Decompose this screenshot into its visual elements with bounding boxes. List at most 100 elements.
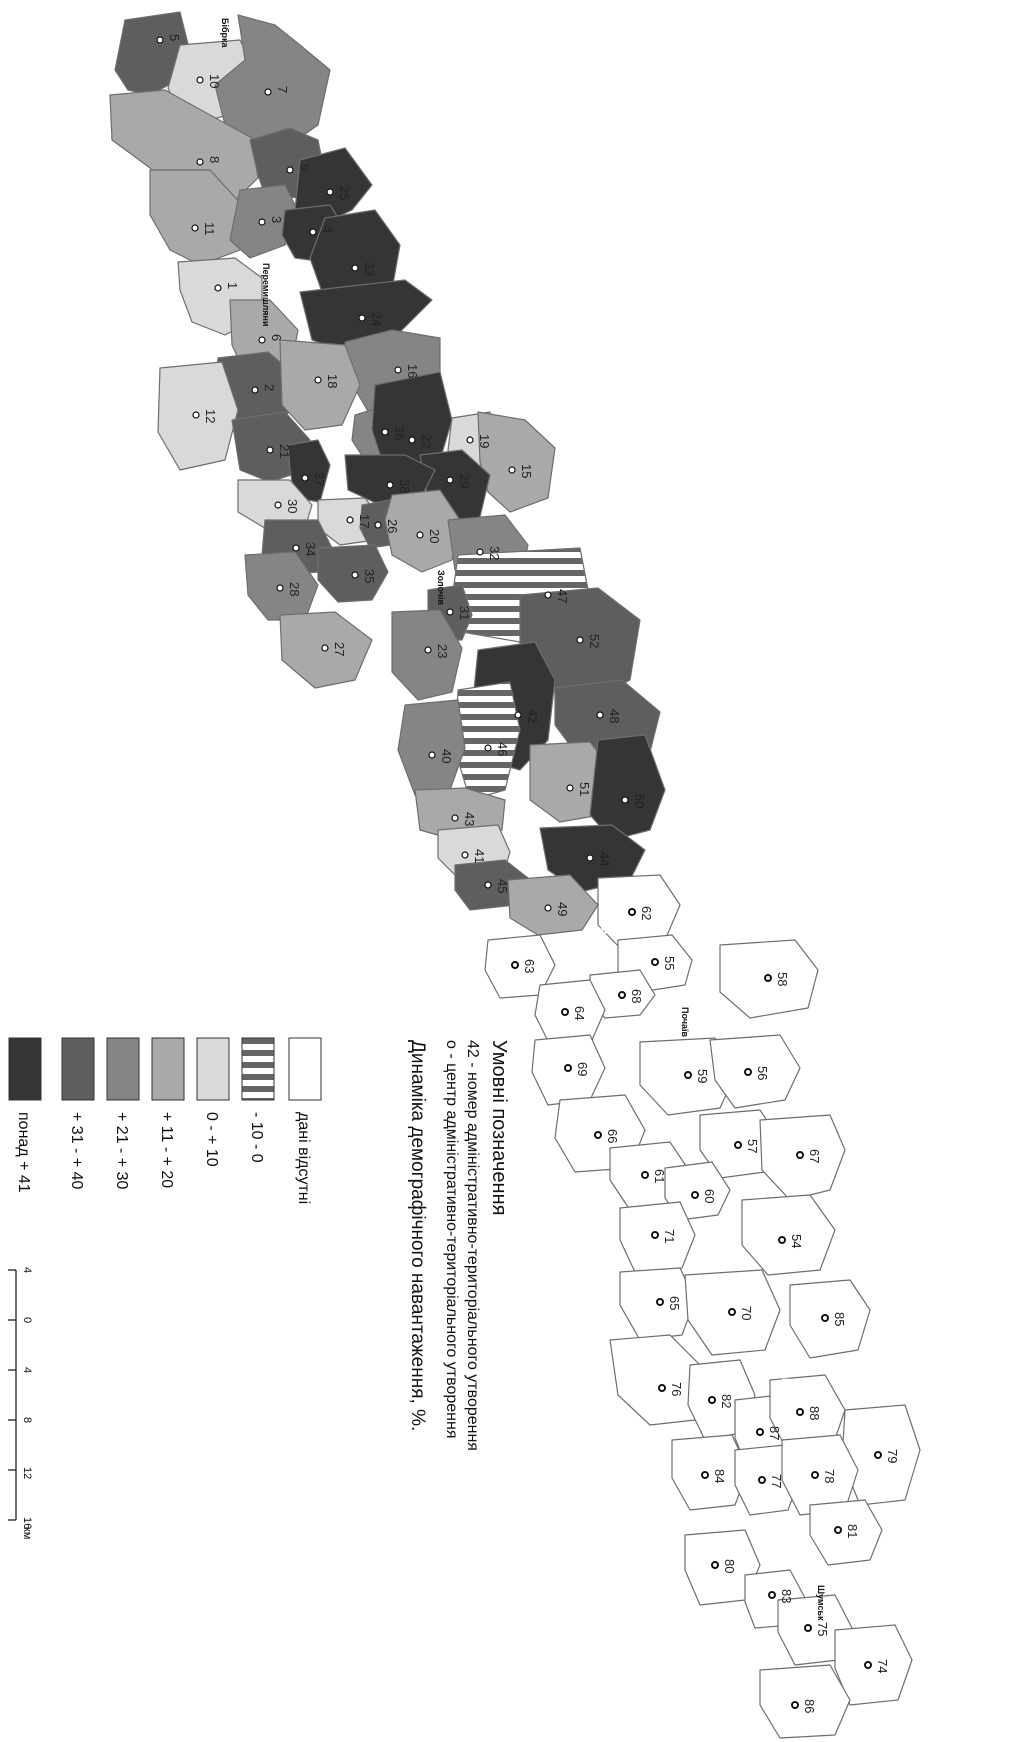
legend-swatch-neg: [241, 1037, 275, 1101]
center-marker-50: [621, 796, 629, 804]
legend-number-note: 42 - номер адміністративно-територіально…: [464, 1040, 481, 1451]
legend-label-c31_40: + 31 - + 40: [68, 1112, 85, 1189]
region-number-15: 15: [519, 464, 534, 478]
legend-title: Динаміка демографічного навантаження, %.: [407, 1040, 428, 1431]
center-marker-6: [258, 336, 266, 344]
legend-swatch-c11_20: [151, 1037, 185, 1101]
center-marker-68: [618, 991, 626, 999]
center-marker-8: [196, 158, 204, 166]
town-label-bibrka: Бібрка: [220, 18, 230, 49]
legend-swatch-none: [288, 1037, 322, 1101]
center-marker-65: [656, 1298, 664, 1306]
region-number-58: 58: [775, 972, 790, 986]
region-number-85: 85: [832, 1312, 847, 1326]
center-marker-1: [214, 284, 222, 292]
region-number-36: 36: [392, 426, 407, 440]
region-number-4: 4: [320, 226, 335, 233]
center-marker-66: [594, 1131, 602, 1139]
region-number-61: 61: [652, 1169, 667, 1183]
region-40: [397, 699, 466, 796]
center-marker-47: [544, 591, 552, 599]
region-15: [477, 411, 556, 513]
region-number-5: 5: [167, 34, 182, 41]
region-number-47: 47: [555, 589, 570, 603]
region-number-43: 43: [462, 812, 477, 826]
region-number-83: 83: [779, 1589, 794, 1603]
center-marker-85: [821, 1314, 829, 1322]
center-marker-5: [156, 36, 164, 44]
region-number-1: 1: [225, 282, 240, 289]
center-marker-40: [428, 751, 436, 759]
region-81: [809, 1499, 883, 1566]
center-marker-48: [596, 711, 604, 719]
region-number-77: 77: [769, 1474, 784, 1488]
town-label-zolochiv: Золочів: [436, 570, 446, 606]
center-marker-21: [266, 446, 274, 454]
region-number-81: 81: [845, 1524, 860, 1538]
center-marker-77: [758, 1476, 766, 1484]
region-number-79: 79: [885, 1449, 900, 1463]
region-number-49: 49: [555, 902, 570, 916]
scale-label-1: 0: [21, 1317, 33, 1323]
center-marker-29: [446, 476, 454, 484]
region-49: [507, 874, 599, 936]
center-marker-7: [264, 88, 272, 96]
center-marker-41: [461, 851, 469, 859]
region-number-52: 52: [587, 634, 602, 648]
region-number-24: 24: [369, 312, 384, 326]
region-number-56: 56: [755, 1066, 770, 1080]
center-marker-82: [708, 1396, 716, 1404]
center-marker-4: [309, 228, 317, 236]
region-number-18: 18: [325, 374, 340, 388]
scale-label-0: 4: [21, 1267, 33, 1273]
center-marker-33: [351, 264, 359, 272]
region-number-38: 38: [397, 479, 412, 493]
center-marker-78: [811, 1471, 819, 1479]
scale-label-3: 8: [21, 1417, 33, 1423]
region-number-65: 65: [667, 1296, 682, 1310]
region-number-74: 74: [875, 1659, 890, 1673]
center-marker-79: [874, 1451, 882, 1459]
region-number-67: 67: [807, 1149, 822, 1163]
region-number-11: 11: [202, 222, 217, 236]
region-number-68: 68: [629, 989, 644, 1003]
center-marker-58: [764, 974, 772, 982]
center-marker-17: [346, 516, 354, 524]
region-number-88: 88: [807, 1406, 822, 1420]
center-marker-87: [756, 1428, 764, 1436]
center-marker-20: [416, 531, 424, 539]
center-marker-36: [381, 428, 389, 436]
region-number-33: 33: [362, 262, 377, 276]
legend-swatch-c31_40: [61, 1037, 95, 1101]
region-number-2: 2: [262, 384, 277, 391]
center-marker-60: [691, 1191, 699, 1199]
region-number-19: 19: [477, 434, 492, 448]
center-marker-23: [424, 646, 432, 654]
region-number-64: 64: [572, 1006, 587, 1020]
center-marker-28: [276, 584, 284, 592]
region-number-60: 60: [702, 1189, 717, 1203]
center-marker-44: [586, 854, 594, 862]
center-marker-59: [684, 1071, 692, 1079]
region-number-34: 34: [303, 542, 318, 556]
center-marker-63: [511, 961, 519, 969]
center-marker-86: [791, 1701, 799, 1709]
center-marker-56: [744, 1068, 752, 1076]
center-marker-15: [508, 466, 516, 474]
region-number-25: 25: [337, 186, 352, 200]
center-marker-11: [191, 224, 199, 232]
region-54: [741, 1194, 836, 1276]
region-number-62: 62: [639, 906, 654, 920]
center-marker-76: [658, 1384, 666, 1392]
center-marker-30: [274, 501, 282, 509]
region-number-32: 32: [487, 546, 502, 560]
region-23: [391, 609, 463, 701]
region-number-21: 21: [277, 444, 292, 458]
center-marker-83: [768, 1591, 776, 1599]
legend-swatches: дані відсутні- 10 - 00 - + 10+ 11 - + 20…: [8, 1037, 322, 1204]
center-marker-75: [804, 1624, 812, 1632]
center-marker-16: [394, 366, 402, 374]
scale-unit: км: [21, 1527, 33, 1539]
